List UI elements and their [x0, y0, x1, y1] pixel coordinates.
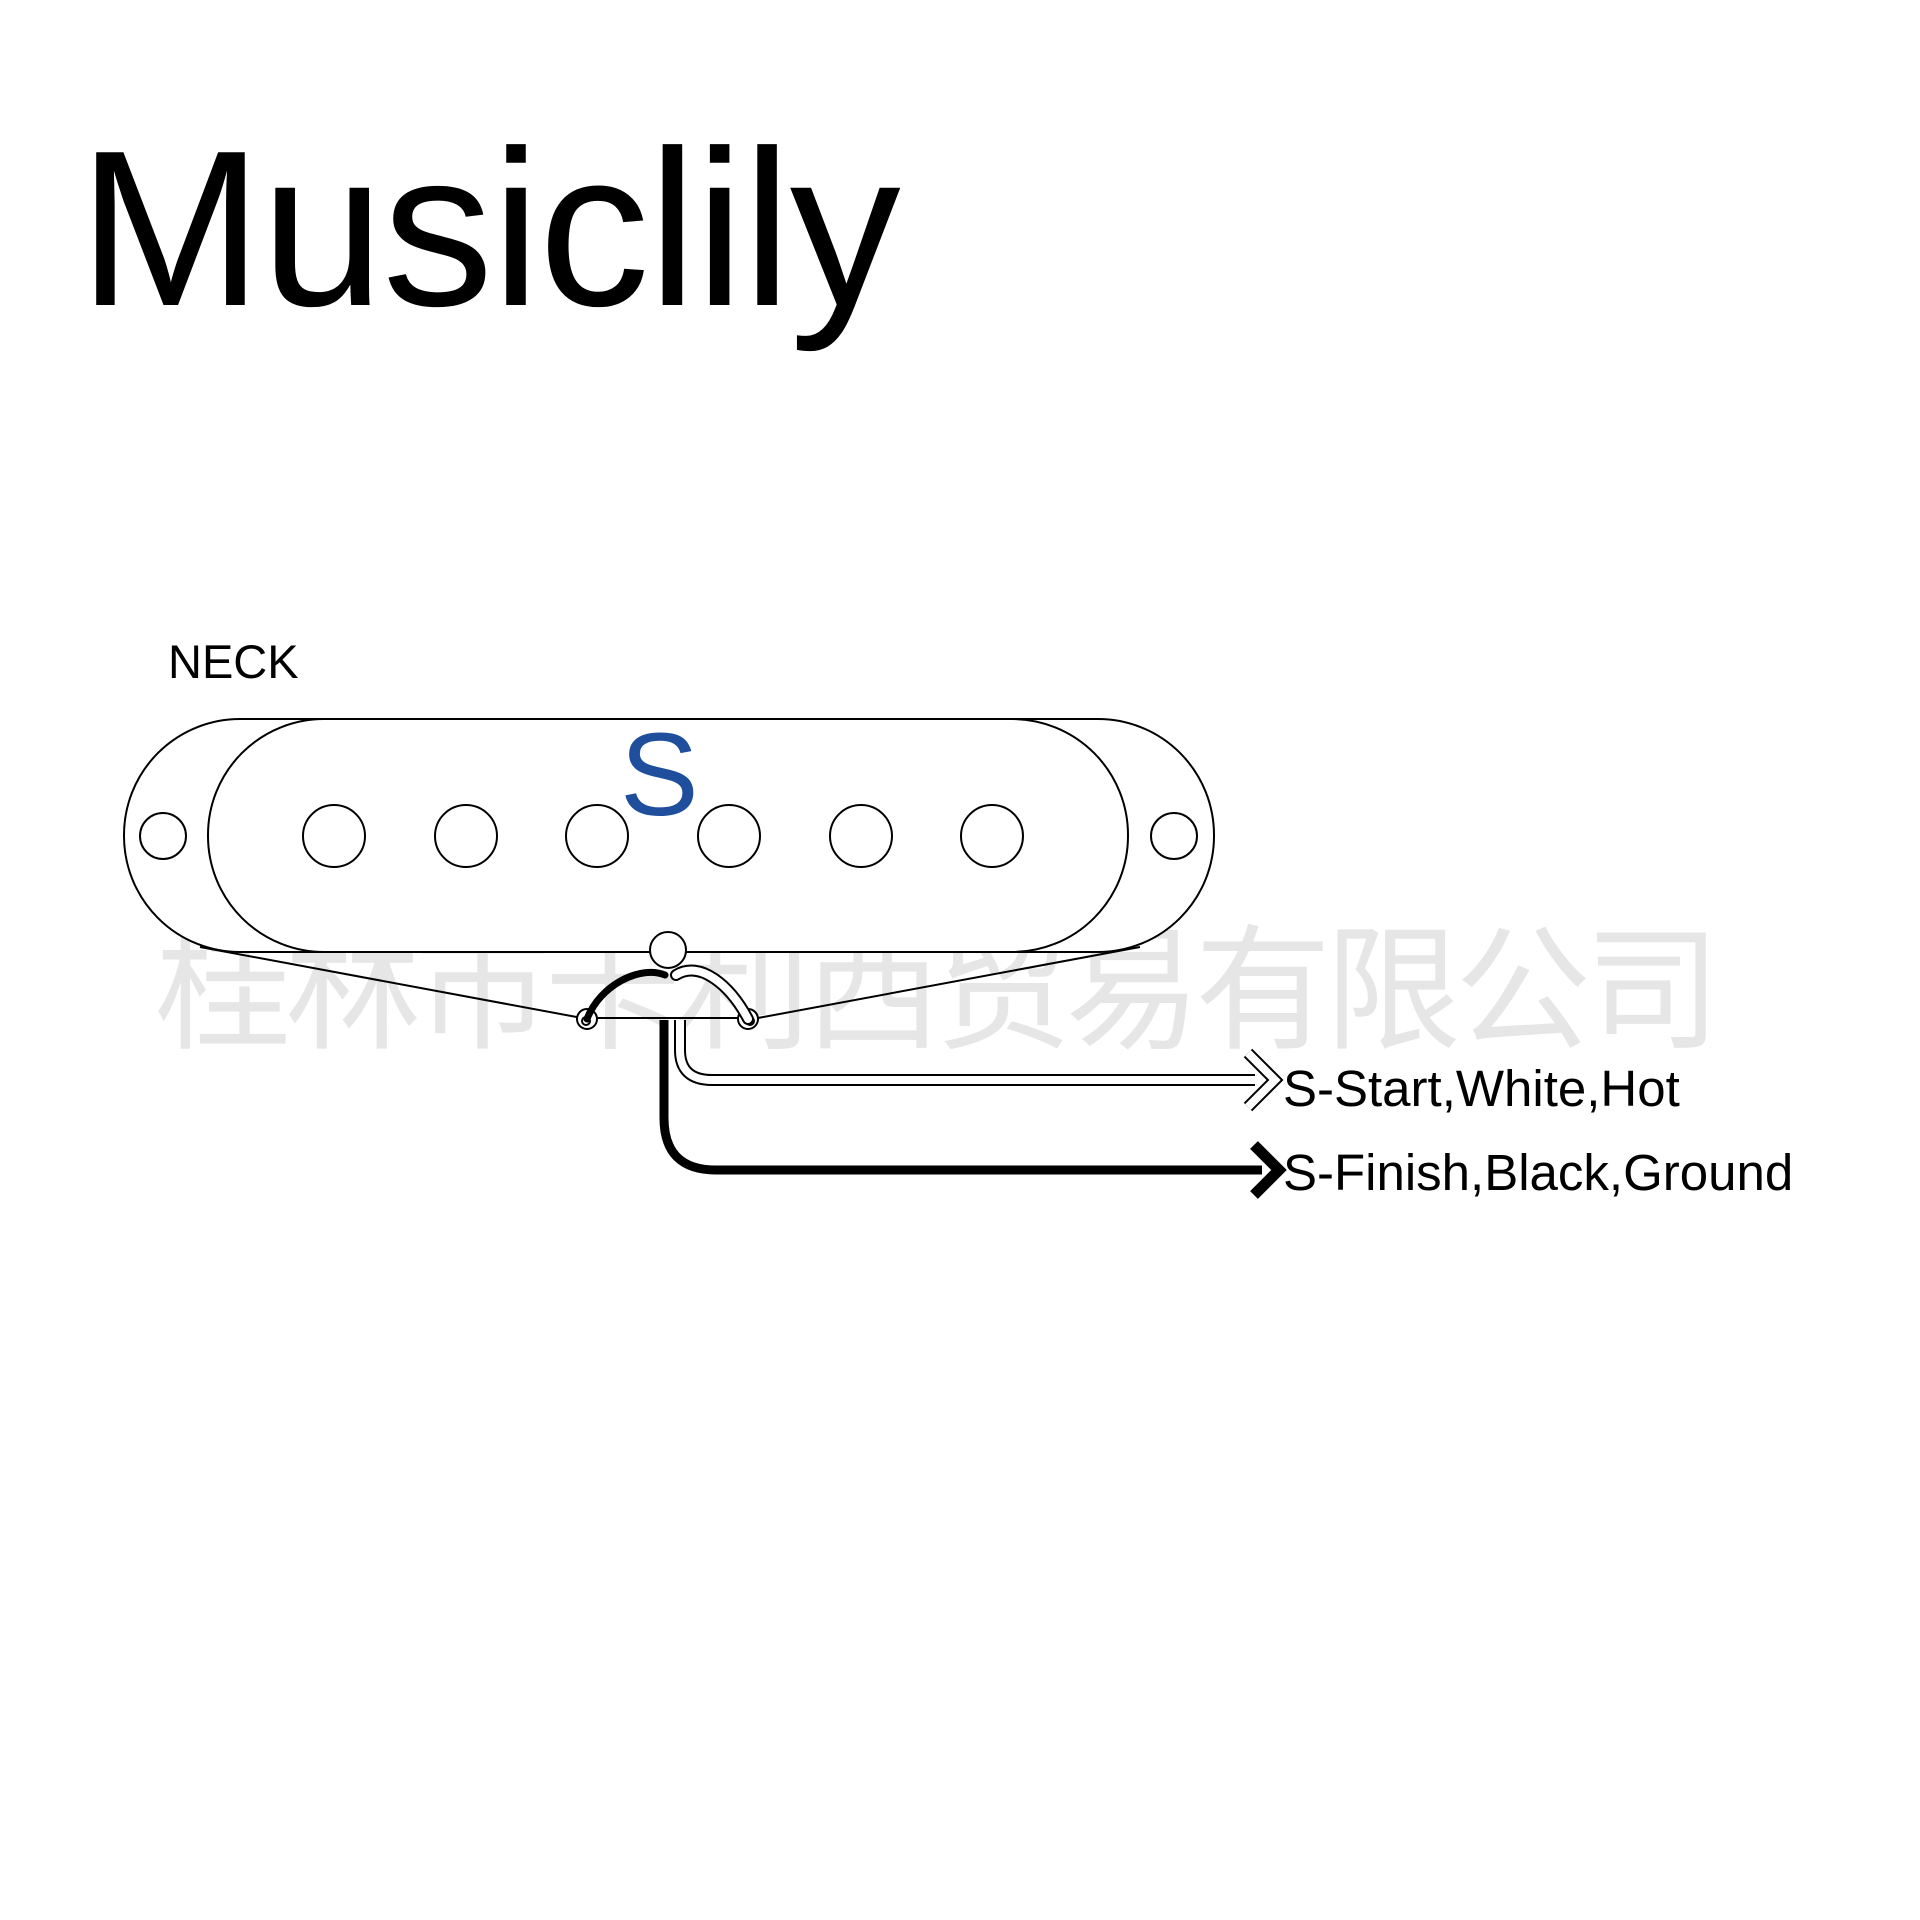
pole-piece — [829, 804, 893, 868]
pole-piece — [434, 804, 498, 868]
mounting-hole-right — [1150, 812, 1198, 860]
terminal-eyelet-center — [649, 931, 687, 969]
wire-label-start: S-Start,White,Hot — [1283, 1060, 1680, 1117]
pole-pieces — [302, 804, 1024, 868]
neck-position-label: NECK — [168, 635, 299, 688]
pickup-cover — [123, 718, 1215, 1019]
internal-black-lead — [583, 968, 669, 1023]
pole-piece — [960, 804, 1024, 868]
pole-piece — [697, 804, 761, 868]
white-wire-arrowhead-fill — [1245, 1050, 1281, 1110]
internal-white-lead-fill — [672, 966, 752, 1023]
black-wire — [659, 1020, 1262, 1175]
mounting-hole-left — [139, 812, 187, 860]
pickup-base-plate — [199, 946, 1141, 1019]
wire-label-finish: S-Finish,Black,Ground — [1283, 1144, 1793, 1201]
white-wire-fill — [676, 1020, 1255, 1084]
pole-piece — [565, 804, 629, 868]
black-wire-arrowhead — [1250, 1141, 1287, 1199]
coil-label-s: S — [620, 709, 699, 841]
pole-piece — [302, 804, 366, 868]
brand-logo-text: Musiclily — [78, 105, 901, 353]
